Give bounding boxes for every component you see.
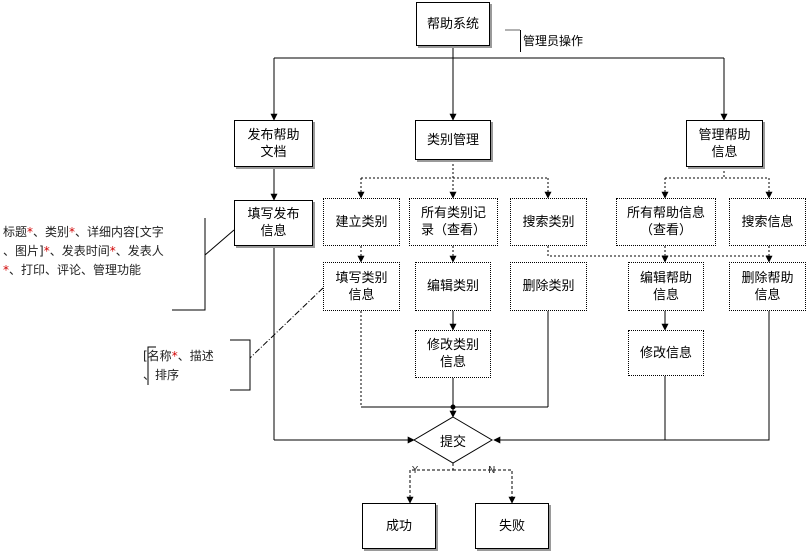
category-note-bracket (230, 339, 251, 391)
node-admin-op: 管理员操作 (520, 30, 598, 52)
node-modify-info: 修改信息 (628, 330, 704, 376)
node-success: 成功 (362, 503, 436, 549)
node-help-system: 帮助系统 (416, 2, 490, 46)
required-marker: * (109, 244, 116, 258)
required-marker: * (3, 263, 9, 277)
note-text: [名称 (143, 349, 172, 363)
node-manage-help: 管理帮助 信息 (686, 120, 763, 167)
node-fail: 失败 (475, 503, 549, 549)
node-edit-help: 编辑帮助 信息 (628, 262, 704, 311)
edge-searchcat-link (547, 246, 769, 257)
edge-deletehelp-to-submit (665, 311, 770, 441)
edge-label-yes: Y (412, 465, 419, 476)
edge-label-no: N (488, 465, 496, 476)
edge-submit-yes (406, 463, 454, 504)
note-text: 、发表人 (115, 244, 164, 258)
node-search-category: 搜索类别 (510, 198, 587, 246)
category-note-left (147, 346, 156, 385)
note-text: 标题 (3, 225, 28, 239)
edge-modifyinfo-to-submit (493, 376, 666, 444)
node-delete-category: 删除类别 (510, 262, 587, 311)
category-fields-note: [名称*、描述 、排序 (143, 347, 233, 385)
publish-note-leader (204, 229, 235, 256)
publish-fields-note: 标题*、类别*、详细内容[文字 、图片]*、发表时间*、发表人 *、打印、评论、… (3, 223, 208, 280)
note-text: 、类别 (33, 225, 70, 239)
note-text: 、打印、评论、管理功能 (9, 263, 142, 277)
node-all-help-info: 所有帮助信息 （查看） (616, 198, 716, 246)
node-category-mgmt: 类别管理 (415, 120, 491, 160)
node-fill-publish: 填写发布 信息 (234, 200, 313, 246)
note-text: 、详细内容[文字 、图片] (3, 225, 164, 258)
submit-diamond (413, 416, 493, 464)
node-delete-help: 删除帮助 信息 (729, 262, 806, 311)
note-text: 、发表时间 (49, 244, 110, 258)
required-marker: * (69, 225, 76, 239)
node-search-info: 搜索信息 (729, 198, 806, 246)
publish-note-bracket (172, 218, 206, 311)
node-all-category-records: 所有类别记 录（查看） (409, 198, 498, 246)
node-edit-category: 编辑类别 (415, 262, 491, 311)
node-fill-category: 填写类别 信息 (323, 262, 400, 311)
node-modify-category: 修改类别 信息 (415, 330, 491, 378)
required-marker: * (43, 244, 50, 258)
required-marker: * (171, 349, 178, 363)
node-create-category: 建立类别 (323, 198, 400, 246)
category-note-leader (249, 287, 324, 359)
edge-submit-no (453, 469, 516, 504)
node-submit: 提交 (440, 435, 467, 450)
node-publish-doc: 发布帮助 文档 (234, 120, 313, 167)
merge-dot (450, 404, 456, 410)
required-marker: * (27, 225, 34, 239)
note-text: 、描述 、排序 (143, 349, 214, 382)
